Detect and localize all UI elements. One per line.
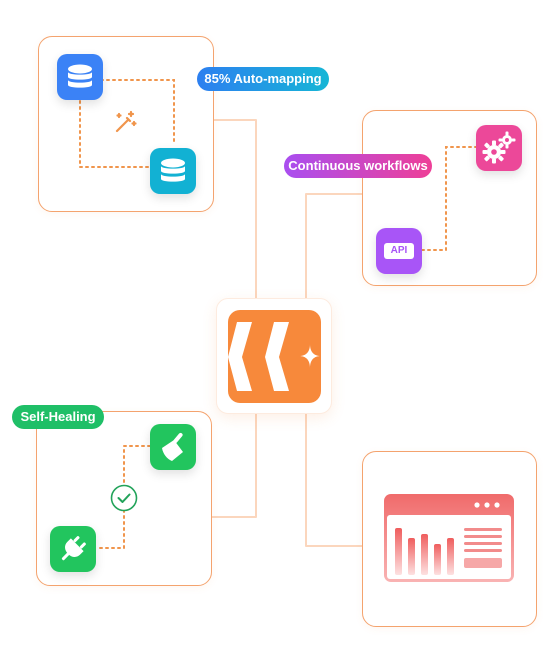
plug-icon xyxy=(61,536,86,561)
gears-tile xyxy=(476,125,522,171)
plug-tile xyxy=(50,526,96,572)
broom-icon xyxy=(162,432,183,461)
database-icon xyxy=(68,64,92,88)
broom-tile xyxy=(150,424,196,470)
gears-icon xyxy=(482,131,516,164)
api-icon: API xyxy=(384,243,414,259)
magic-wand-icon xyxy=(110,108,140,138)
k-logo-icon xyxy=(228,310,321,403)
continuous-workflows-badge: Continuous workflows xyxy=(284,154,432,178)
database-tile-secondary xyxy=(150,148,196,194)
api-tile: API xyxy=(376,228,422,274)
auto-mapping-badge: 85% Auto-mapping xyxy=(197,67,329,91)
database-tile-primary xyxy=(57,54,103,100)
database-icon xyxy=(161,158,185,182)
check-circle-icon xyxy=(110,484,138,512)
self-healing-badge: Self-Healing xyxy=(12,405,104,429)
dashboard-chart-icon xyxy=(384,494,514,582)
